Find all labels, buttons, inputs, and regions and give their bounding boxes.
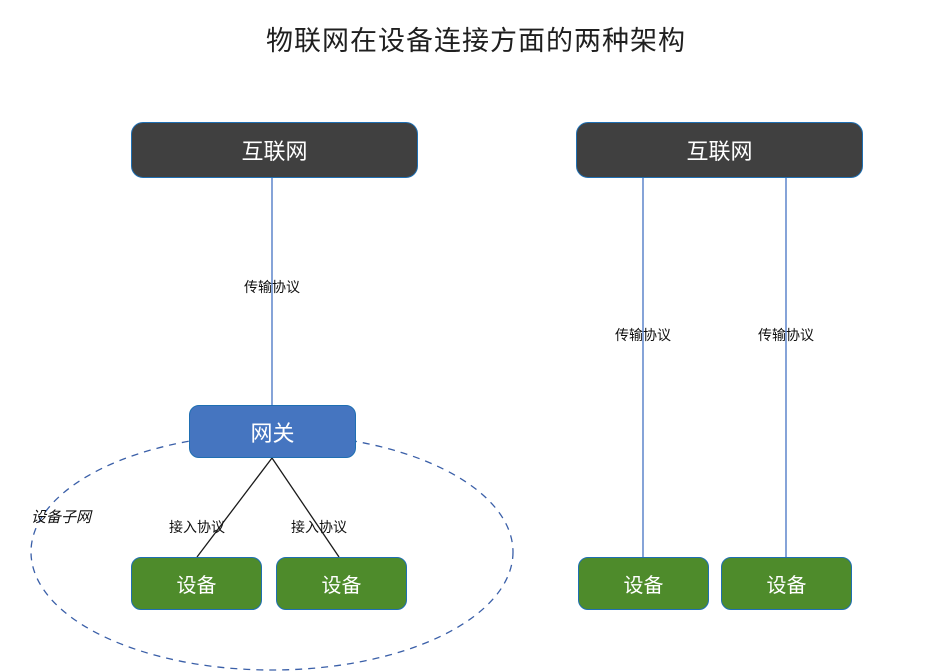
left-access-protocol-label-1: 接入协议: [169, 519, 225, 535]
right-internet-node[interactable]: 互联网: [576, 122, 863, 178]
page-title: 物联网在设备连接方面的两种架构: [266, 26, 686, 56]
edge-gateway-to-device-1: [196, 457, 273, 558]
right-transport-protocol-label-1: 传输协议: [615, 327, 671, 343]
left-access-protocol-label-2: 接入协议: [291, 519, 347, 535]
left-device-node-2[interactable]: 设备: [276, 557, 407, 610]
left-device-label-2: 设备: [321, 575, 362, 597]
left-transport-protocol-label: 传输协议: [244, 279, 300, 295]
left-internet-label: 互联网: [241, 139, 308, 164]
right-device-node-1[interactable]: 设备: [578, 557, 709, 610]
left-device-node-1[interactable]: 设备: [131, 557, 262, 610]
right-device-label-1: 设备: [623, 575, 664, 597]
right-device-node-2[interactable]: 设备: [721, 557, 852, 610]
right-device-label-2: 设备: [766, 575, 807, 597]
device-subnet-ellipse: [30, 433, 514, 671]
left-device-label-1: 设备: [176, 575, 217, 597]
gateway-node[interactable]: 网关: [189, 405, 356, 458]
edge-gateway-to-device-2: [271, 457, 340, 558]
device-subnet-label: 设备子网: [31, 509, 92, 526]
right-transport-protocol-label-2: 传输协议: [758, 327, 814, 343]
right-internet-label: 互联网: [686, 139, 753, 164]
gateway-label: 网关: [250, 420, 295, 446]
left-internet-node[interactable]: 互联网: [131, 122, 418, 178]
